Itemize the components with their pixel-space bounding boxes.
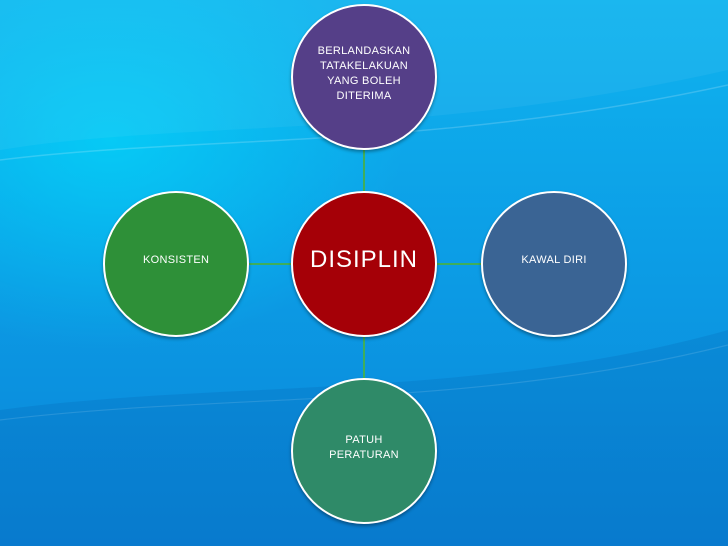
connector-right: [437, 263, 481, 265]
node-bottom-label: PATUH PERATURAN: [329, 434, 399, 461]
node-right-kawal-diri: KAWAL DIRI: [481, 191, 627, 337]
connector-bottom: [363, 337, 365, 378]
node-left-label: KONSISTEN: [143, 253, 210, 266]
connector-left: [249, 263, 291, 265]
node-center-disiplin: DISIPLIN: [291, 191, 437, 337]
connector-top: [363, 150, 365, 191]
node-top-label: BERLANDASKAN TATAKELAKUAN YANG BOLEH DIT…: [317, 45, 411, 102]
node-top-berlandaskan: BERLANDASKAN TATAKELAKUAN YANG BOLEH DIT…: [291, 4, 437, 150]
node-right-label: KAWAL DIRI: [521, 253, 587, 266]
node-center-label: DISIPLIN: [309, 246, 419, 273]
node-bottom-patuh-peraturan: PATUH PERATURAN: [291, 378, 437, 524]
node-left-konsisten: KONSISTEN: [103, 191, 249, 337]
